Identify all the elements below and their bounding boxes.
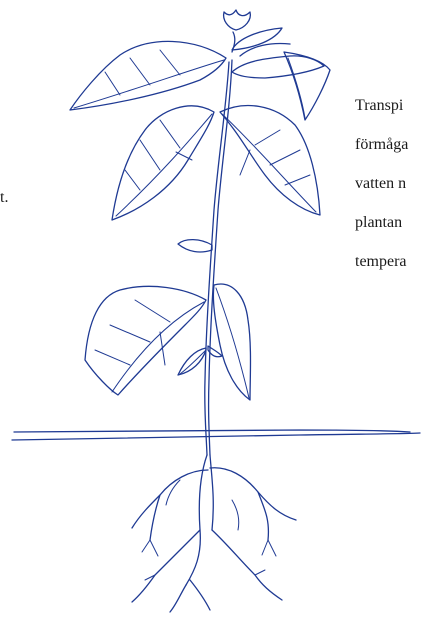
plant-roots xyxy=(132,455,296,612)
leaf-lower-right xyxy=(213,284,250,400)
leaf-small-lower xyxy=(178,346,222,375)
leaf-middle-left xyxy=(112,106,214,220)
leaf-small-mid xyxy=(178,240,212,252)
leaf-upper-left xyxy=(70,41,226,110)
ground-line xyxy=(12,430,420,440)
leaf-upper-right xyxy=(232,52,330,120)
leaf-middle-right xyxy=(220,106,320,215)
top-bud xyxy=(224,10,290,56)
leaf-lower-left xyxy=(85,286,206,395)
